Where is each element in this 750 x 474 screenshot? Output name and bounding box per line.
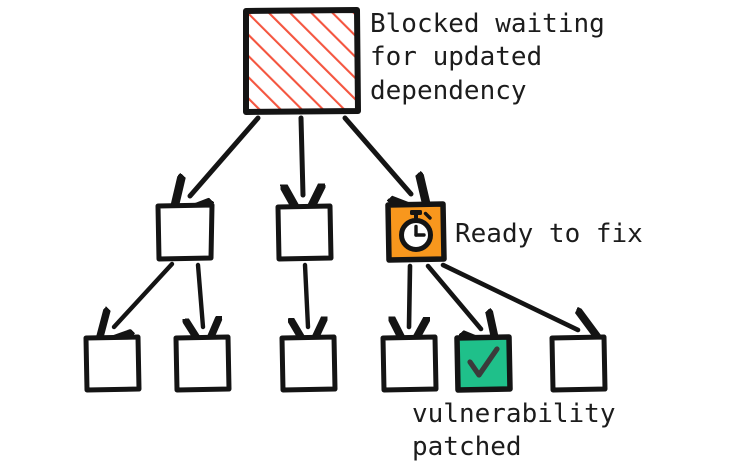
edge-group-m3 [409,262,578,330]
node-middle-1[interactable] [155,202,215,262]
edge-root-to-m1 [190,115,261,196]
edge-group-m2 [305,262,308,327]
check-mark-icon [467,346,500,378]
node-patched-border [454,334,513,393]
node-bottom-6-border [549,334,608,393]
node-bottom-2-border [173,334,232,393]
node-bottom-3-border [279,334,338,393]
label-vulnerability-patched: vulnerability patched [412,399,616,463]
node-blocked-fill [247,11,357,111]
stopwatch-icon [399,210,433,252]
label-ready-to-fix: Ready to fix [455,219,643,249]
edge-m3-to-b6 [440,262,578,330]
edge-root-to-m2 [301,115,303,195]
edge-m2-to-b3 [305,262,308,327]
node-middle-2-border [275,203,334,262]
label-blocked-waiting: Blocked waiting for updated dependency [370,9,605,106]
edge-group-root [190,115,411,196]
node-bottom-4[interactable] [380,334,439,393]
node-blocked-waiting[interactable] [243,7,361,115]
node-bottom-1[interactable] [83,334,142,393]
node-bottom-4-border [380,334,439,393]
node-blocked-border [243,7,361,115]
edge-root-to-m3 [342,115,411,194]
node-ready-border [385,201,447,263]
node-bottom-3[interactable] [279,334,338,393]
node-bottom-6[interactable] [549,334,608,393]
node-patched-fill [458,338,508,388]
node-ready-to-fix[interactable] [385,201,447,263]
node-bottom-2[interactable] [173,334,232,393]
edge-m3-to-b4 [409,263,410,327]
node-vulnerability-patched[interactable] [454,334,513,393]
node-middle-2[interactable] [275,203,334,262]
node-middle-1-border [155,202,215,262]
edge-m3-to-b5 [425,263,481,329]
edge-m1-to-b1 [114,261,175,327]
edge-m1-to-b2 [198,262,203,327]
node-bottom-1-border [83,334,142,393]
edge-group-m1 [114,261,203,327]
